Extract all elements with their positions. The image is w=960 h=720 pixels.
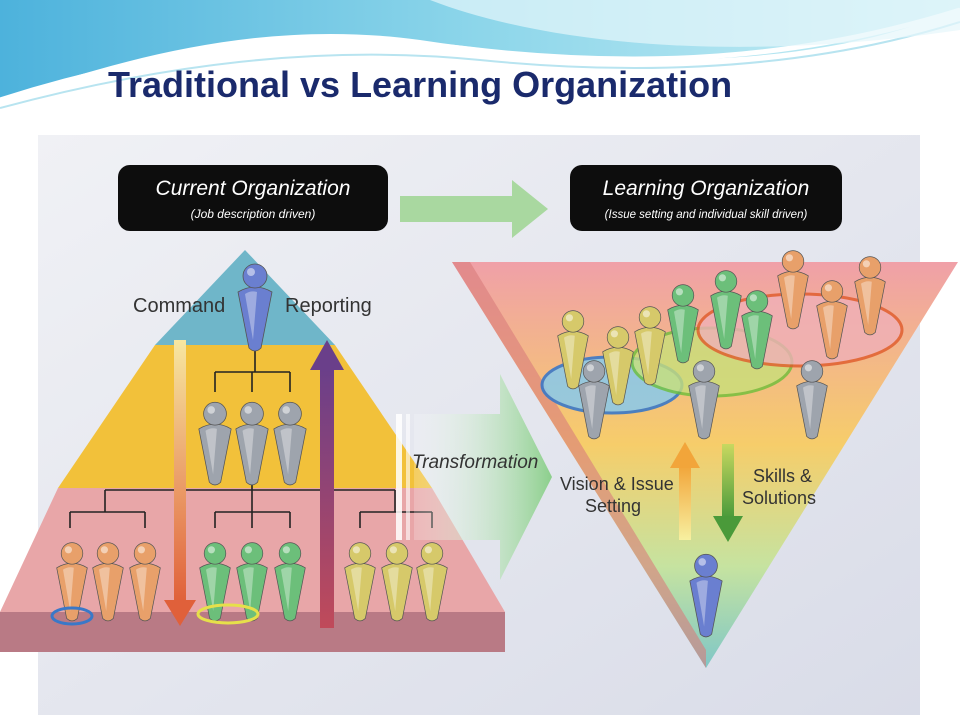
command-arrow-icon	[164, 340, 196, 626]
person-icon	[237, 263, 273, 352]
learning-organization-title: Learning Organization	[603, 177, 810, 200]
command-label: Command	[133, 295, 225, 317]
person-icon	[578, 360, 610, 440]
person-icon	[129, 542, 161, 622]
base-circle-yellow	[196, 603, 260, 625]
person-icon	[557, 310, 589, 390]
header-wave-decoration	[0, 0, 960, 109]
current-organization-title: Current Organization	[156, 177, 351, 200]
person-icon	[796, 360, 828, 440]
slide-title: Traditional vs Learning Organization	[108, 64, 733, 105]
person-icon	[602, 326, 634, 406]
current-organization-subtitle: (Job description driven)	[191, 207, 316, 221]
vision-label-line1: Vision & Issue	[560, 474, 674, 494]
vision-up-arrow-icon	[670, 442, 700, 540]
reporting-label: Reporting	[285, 295, 372, 317]
skills-label-line2: Solutions	[742, 488, 816, 508]
person-icon	[710, 270, 742, 350]
top-arrow-icon	[400, 180, 548, 238]
person-icon	[854, 256, 886, 336]
person-icon	[741, 290, 773, 370]
person-icon	[816, 280, 848, 360]
current-organization-box: Current Organization (Job description dr…	[118, 165, 388, 231]
vision-label-line2: Setting	[585, 496, 641, 516]
skills-label-line1: Skills &	[753, 466, 812, 486]
person-icon	[667, 284, 699, 364]
people-figures	[56, 250, 886, 638]
person-icon	[688, 360, 720, 440]
person-icon	[92, 542, 124, 622]
transformation-label: Transformation	[412, 452, 538, 473]
person-icon	[198, 401, 232, 486]
person-icon	[56, 542, 88, 622]
person-icon	[689, 553, 723, 638]
base-circle-blue	[50, 606, 94, 626]
person-icon	[777, 250, 809, 330]
reporting-arrow-icon	[310, 340, 344, 628]
person-icon	[344, 542, 376, 622]
transformation-arrow-icon	[396, 374, 552, 580]
person-icon	[416, 542, 448, 622]
learning-organization-box: Learning Organization (Issue setting and…	[570, 165, 842, 231]
person-icon	[235, 401, 269, 486]
person-icon	[274, 542, 306, 622]
person-icon	[381, 542, 413, 622]
learning-organization-subtitle: (Issue setting and individual skill driv…	[605, 209, 808, 221]
person-icon	[273, 401, 307, 486]
skills-down-arrow-icon	[713, 444, 743, 542]
person-icon	[634, 306, 666, 386]
